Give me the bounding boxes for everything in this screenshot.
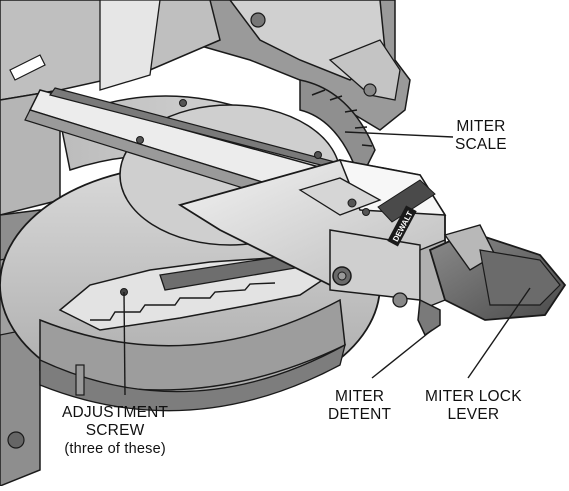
label-miter-lock-lever: MITER LOCK LEVER [425,388,522,424]
label-miter-scale: MITER SCALE [455,118,507,154]
miter-arm [177,159,447,311]
leader-miter-scale [344,131,454,138]
leader-miter-detent [371,329,433,379]
leader-miter-lock-lever [467,287,531,379]
lower-detent-scale [58,254,332,331]
label-adjustment-screw-line1: ADJUSTMENT [62,404,169,421]
saw-upper-body [0,0,411,131]
label-miter-detent-line1: MITER [334,388,385,405]
miter-detent [332,266,441,337]
miter-lock-lever [428,224,567,321]
label-miter-detent-line2: DETENT [328,406,392,423]
leader-lines [123,131,531,396]
label-miter-scale-line2: SCALE [455,136,507,153]
label-adjustment-screw: ADJUSTMENT SCREW (three of these) [62,404,168,458]
label-adjustment-screw-line3: (three of these) [64,441,166,457]
label-adjustment-screw-line2: SCREW [85,422,145,439]
saw-base-bottom [39,343,346,412]
label-miter-scale-line1: MITER [456,118,506,135]
label-miter-lock-lever-line2: LEVER [447,406,500,423]
leader-adjustment-screw [123,291,126,396]
label-miter-lock-lever-line1: MITER LOCK [425,388,522,405]
label-miter-detent: MITER DETENT [328,388,391,424]
